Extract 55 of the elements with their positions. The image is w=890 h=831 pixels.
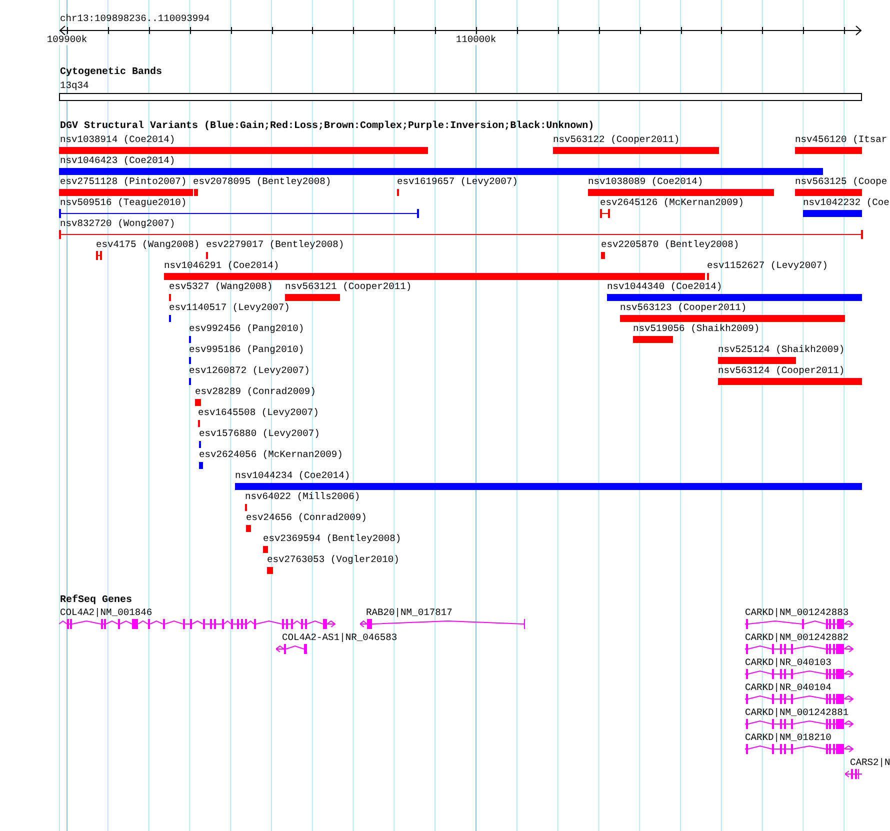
variant-label: esv2624056 (McKernan2009) xyxy=(199,450,343,460)
variant-label: nsv525124 (Shaikh2009) xyxy=(718,345,845,355)
variant-label: nsv563125 (Coope xyxy=(795,177,888,187)
variant-label: esv2078095 (Bentley2008) xyxy=(193,177,332,187)
variant-label: nsv1042232 (Coe xyxy=(803,198,890,208)
variant-label: esv2279017 (Bentley2008) xyxy=(206,240,344,250)
track-title: Cytogenetic Bands xyxy=(60,67,162,78)
variant-label: esv2751128 (Pinto2007) xyxy=(60,177,187,187)
gene-label: CARKD|NM_018210 xyxy=(745,733,832,743)
track-title: RefSeq Genes xyxy=(60,595,132,606)
variant-label: esv1619657 (Levy2007) xyxy=(397,177,518,187)
variant-label: nsv1046423 (Coe2014) xyxy=(60,156,176,166)
variant-label: nsv563123 (Cooper2011) xyxy=(620,303,747,313)
variant-label: nsv563122 (Cooper2011) xyxy=(553,135,680,145)
gene-label: CARKD|NR_040103 xyxy=(745,658,832,668)
variant-label: nsv563121 (Cooper2011) xyxy=(285,282,412,292)
variant-label: esv1260872 (Levy2007) xyxy=(189,366,310,376)
variant-label: esv995186 (Pang2010) xyxy=(189,345,304,355)
variant-label: nsv456120 (Itsar xyxy=(795,135,888,145)
gene-label: COL4A2-AS1|NR_046583 xyxy=(282,633,398,643)
variant-label: esv1152627 (Levy2007) xyxy=(707,261,828,271)
variant-label: esv1576880 (Levy2007) xyxy=(199,429,320,439)
track-title: DGV Structural Variants (Blue:Gain;Red:Loss;Brown:Complex;Purple:Inversion;Black:Unknown) xyxy=(60,121,594,132)
variant-label: esv28289 (Conrad2009) xyxy=(195,387,316,397)
gene-label: CARKD|NM_001242882 xyxy=(745,633,849,643)
axis-tick-label: 110000k xyxy=(456,35,496,45)
variant-label: esv992456 (Pang2010) xyxy=(189,324,304,334)
variant-label: esv4175 (Wang2008) xyxy=(96,240,200,250)
variant-label: nsv832720 (Wong2007) xyxy=(60,219,176,229)
gene-label: CARKD|NM_001242883 xyxy=(745,608,849,618)
variant-label: nsv1038089 (Coe2014) xyxy=(588,177,704,187)
band-label: 13q34 xyxy=(60,81,89,91)
variant-label: nsv1044234 (Coe2014) xyxy=(235,471,350,481)
variant-label: nsv519056 (Shaikh2009) xyxy=(633,324,760,334)
variant-label: esv24656 (Conrad2009) xyxy=(246,513,367,523)
gene-label: CARKD|NR_040104 xyxy=(745,683,832,693)
gene-label: CARKD|NM_001242881 xyxy=(745,708,849,718)
axis-tick-label: 109900k xyxy=(46,35,88,45)
gene-label: RAB20|NM_017817 xyxy=(366,608,452,618)
variant-label: nsv1044340 (Coe2014) xyxy=(607,282,722,292)
variant-label: nsv509516 (Teague2010) xyxy=(60,198,187,208)
coordinate-label: chr13:109898236..110093994 xyxy=(60,14,210,24)
variant-label: esv2763053 (Vogler2010) xyxy=(267,555,400,565)
variant-label: esv2369594 (Bentley2008) xyxy=(263,534,402,544)
variant-label: esv2205870 (Bentley2008) xyxy=(601,240,740,250)
variant-label: esv5327 (Wang2008) xyxy=(169,282,273,292)
variant-label: nsv563124 (Cooper2011) xyxy=(718,366,845,376)
gene-label: COL4A2|NM_001846 xyxy=(60,608,152,618)
variant-label: nsv64022 (Mills2006) xyxy=(245,492,360,502)
gene-label: CARS2|N xyxy=(850,758,890,768)
variant-label: esv2645126 (McKernan2009) xyxy=(600,198,744,208)
variant-label: nsv1038914 (Coe2014) xyxy=(60,135,176,145)
variant-label: esv1645508 (Levy2007) xyxy=(198,408,319,418)
variant-label: nsv1046291 (Coe2014) xyxy=(164,261,280,271)
variant-label: esv1140517 (Levy2007) xyxy=(169,303,290,313)
